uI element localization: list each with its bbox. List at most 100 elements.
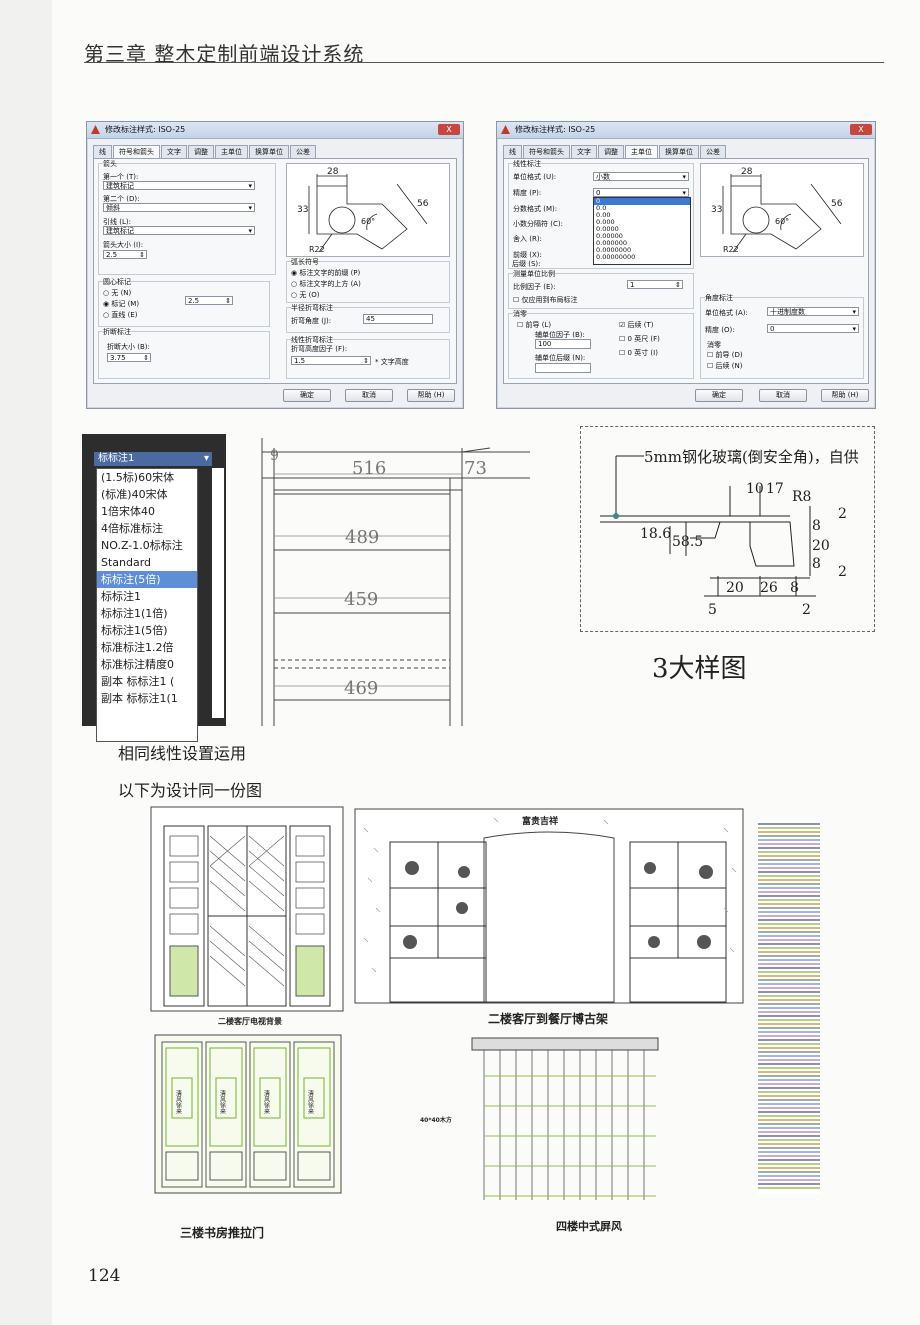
- checkbox-label: 前导 (L): [525, 321, 552, 329]
- inch-checkbox[interactable]: ☐ 0 英寸 (I): [619, 349, 658, 357]
- trailing-checkbox[interactable]: ☑ 后续 (T): [619, 321, 654, 329]
- angle-trailing-checkbox[interactable]: ☐ 后续 (N): [707, 362, 743, 370]
- radio-mark[interactable]: ◉ 标记 (M): [103, 300, 140, 308]
- tab-fit[interactable]: 调整: [188, 145, 214, 158]
- second-arrow-label: 第二个 (D):: [103, 195, 140, 203]
- radio-prefix[interactable]: ◉ 标注文字的前缀 (P): [291, 269, 361, 277]
- style-option-selected[interactable]: 标标注(5倍): [97, 571, 197, 588]
- sub-unit-suffix-input[interactable]: [535, 363, 591, 373]
- tab-symbols[interactable]: 符号和箭头: [523, 145, 570, 158]
- style-option[interactable]: 标准标注1.2倍: [101, 641, 174, 654]
- style-option[interactable]: (标准)40宋体: [101, 488, 168, 501]
- group-title: 折断标注: [103, 327, 131, 337]
- door-panel-text: 清风徐来: [175, 1089, 182, 1115]
- precision-label: 精度 (P):: [513, 189, 542, 197]
- cancel-button[interactable]: 取消: [345, 389, 393, 402]
- detail-dim: 8: [812, 518, 821, 534]
- tab-tolerances[interactable]: 公差: [290, 145, 316, 158]
- style-option[interactable]: Standard: [101, 556, 152, 569]
- close-button[interactable]: X: [850, 124, 872, 135]
- precision-option[interactable]: 0.0000: [596, 225, 619, 233]
- angle-leading-checkbox[interactable]: ☐ 前导 (D): [707, 351, 743, 359]
- precision-dropdown[interactable]: 0 0.0 0.00 0.000 0.0000 0.00000 0.000000…: [593, 197, 691, 265]
- tab-fit[interactable]: 调整: [598, 145, 624, 158]
- radio-above[interactable]: ○ 标注文字的上方 (A): [291, 280, 361, 288]
- jog-angle-input[interactable]: 45: [363, 314, 433, 324]
- style-option[interactable]: 4倍标准标注: [101, 522, 163, 535]
- precision-option[interactable]: 0.00: [596, 211, 611, 219]
- unit-format-select[interactable]: 小数: [593, 172, 689, 182]
- leading-checkbox[interactable]: ☐ 前导 (L): [517, 321, 552, 329]
- zero-suppression-group: 消零 ☐ 前导 (L) 辅单位因子 (B): 100 辅单位后缀 (N): ☑ …: [508, 309, 694, 379]
- style-option[interactable]: 副本 标标注1 (: [101, 675, 175, 688]
- style-option[interactable]: 标标注1: [101, 590, 141, 603]
- dialog-titlebar: 修改标注样式: ISO-25 X: [497, 122, 875, 139]
- dimension-style-select[interactable]: 标标注1▾: [94, 452, 212, 466]
- precision-option[interactable]: 0.0000000: [596, 246, 632, 254]
- second-arrow-select[interactable]: 倾斜: [103, 203, 255, 213]
- feet-checkbox[interactable]: ☐ 0 英尺 (F): [619, 335, 660, 343]
- style-option[interactable]: NO.Z-1.0标标注: [101, 539, 183, 552]
- tv-wall-caption: 二楼客厅电视背景: [218, 1016, 282, 1026]
- center-size-input[interactable]: 2.5: [185, 296, 233, 305]
- style-option[interactable]: 1倍宋体40: [101, 505, 155, 518]
- ok-button[interactable]: 确定: [695, 389, 743, 402]
- tab-text[interactable]: 文字: [161, 145, 187, 158]
- precision-select[interactable]: 0: [593, 188, 689, 198]
- precision-option[interactable]: 0.00000: [596, 232, 623, 240]
- tab-lines[interactable]: 线: [503, 145, 522, 158]
- chevron-down-icon: ▾: [203, 453, 209, 464]
- preview-dim: 33: [711, 205, 722, 215]
- shelf-elevation-drawing: 9 516 73 489 459 469: [261, 438, 530, 726]
- angle-format-select[interactable]: 十进制度数: [767, 307, 859, 317]
- radio-label: 无 (N): [111, 289, 132, 297]
- cancel-button[interactable]: 取消: [759, 389, 807, 402]
- first-arrow-select[interactable]: 建筑标记: [103, 181, 255, 191]
- precision-option[interactable]: 0.00000000: [596, 253, 636, 261]
- screen-note: 40*40木方: [420, 1116, 452, 1124]
- style-option[interactable]: 标标注1(1倍): [101, 607, 168, 620]
- angle-precision-select[interactable]: 0: [767, 324, 859, 334]
- tab-lines[interactable]: 线: [93, 145, 112, 158]
- scale-factor-input[interactable]: 1: [627, 280, 683, 289]
- preview-dim: 60°: [775, 217, 789, 226]
- tab-alternate-units[interactable]: 换算单位: [659, 145, 699, 158]
- layout-only-checkbox[interactable]: ☐ 仅应用到布局标注: [513, 296, 578, 304]
- sub-unit-factor-input[interactable]: 100: [535, 339, 591, 349]
- angle-format-label: 单位格式 (A):: [705, 309, 748, 317]
- precision-option[interactable]: 0.000000: [596, 239, 628, 247]
- tab-tolerances[interactable]: 公差: [700, 145, 726, 158]
- fraction-format-label: 分数格式 (M):: [513, 205, 558, 213]
- ok-button[interactable]: 确定: [283, 389, 331, 402]
- precision-option[interactable]: 0: [594, 198, 690, 205]
- dimension-break-group: 折断标注 折断大小 (B): 3.75: [98, 327, 270, 379]
- tab-text[interactable]: 文字: [571, 145, 597, 158]
- tab-symbols[interactable]: 符号和箭头: [113, 145, 160, 158]
- radio-none[interactable]: ○ 无 (N): [103, 289, 132, 297]
- help-button[interactable]: 帮助 (H): [821, 389, 869, 402]
- tab-alternate-units[interactable]: 换算单位: [249, 145, 289, 158]
- help-button[interactable]: 帮助 (H): [407, 389, 455, 402]
- tab-bar: 线 符号和箭头 文字 调整 主单位 换算单位 公差: [93, 145, 463, 158]
- arrow-size-input[interactable]: 2.5: [103, 250, 147, 259]
- break-size-input[interactable]: 3.75: [107, 353, 151, 362]
- close-button[interactable]: X: [438, 124, 460, 135]
- precision-option[interactable]: 0.0: [596, 204, 607, 212]
- body-text-2: 以下为设计同一份图: [118, 781, 263, 800]
- scale-factor-label: 比例因子 (E):: [513, 283, 556, 291]
- jog-height-input[interactable]: 1.5: [291, 356, 371, 365]
- detail-dim: 2: [838, 564, 847, 580]
- radio-line[interactable]: ○ 直线 (E): [103, 311, 138, 319]
- style-option[interactable]: 标标注1(5倍): [101, 624, 168, 637]
- precision-option[interactable]: 0.000: [596, 218, 615, 226]
- preview-pane: 28 33 56 60° R22: [286, 163, 450, 257]
- style-option[interactable]: 副本 标标注1(1: [101, 692, 178, 705]
- group-title: 消零: [513, 309, 527, 319]
- leader-select[interactable]: 建筑标记: [103, 226, 255, 236]
- style-option[interactable]: (1.5标)60宋体: [101, 471, 175, 484]
- radio-none-arc[interactable]: ○ 无 (O): [291, 291, 320, 299]
- tab-primary-units[interactable]: 主单位: [215, 145, 248, 158]
- style-option[interactable]: 标准标注精度0: [101, 658, 174, 671]
- page-margin: [0, 0, 52, 1325]
- tab-primary-units[interactable]: 主单位: [625, 145, 658, 158]
